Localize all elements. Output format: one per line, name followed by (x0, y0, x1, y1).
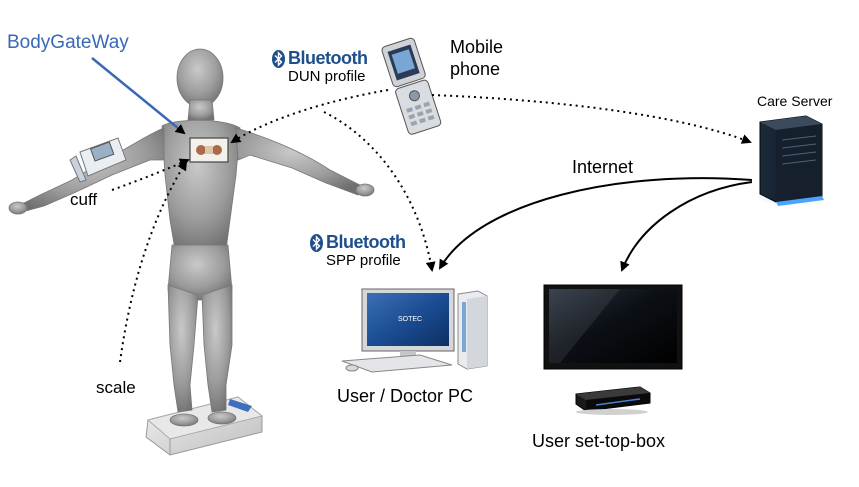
bluetooth-icon (272, 49, 285, 68)
set-top-box-icon (575, 386, 651, 415)
care-server-label: Care Server (757, 93, 833, 109)
cuff-label: cuff (70, 190, 98, 209)
cuff-to-device-arrow (111, 158, 190, 191)
bodygateway-label: BodyGateWay (7, 32, 129, 53)
bluetooth-spp-badge: Bluetooth SPP profile (310, 232, 406, 269)
server-icon (750, 115, 830, 206)
bluetooth-brand-text: Bluetooth (326, 232, 406, 252)
dun-profile-label: DUN profile (288, 68, 366, 85)
internet-label: Internet (572, 157, 634, 177)
bluetooth-icon (310, 233, 323, 252)
phone-to-server-arrow (431, 94, 752, 144)
bodygateway-pointer-arrow (91, 57, 186, 135)
scale-icon (145, 396, 264, 456)
set-top-box-label: User set-top-box (532, 431, 666, 451)
cuff-icon (69, 137, 127, 183)
mobile-phone-label: Mobile phone (450, 37, 504, 79)
scale-label: scale (96, 378, 136, 397)
pc-brand-text: SOTEC (398, 316, 422, 323)
tv-monitor-icon (543, 284, 683, 370)
server-to-tv-arrow (620, 181, 753, 272)
connection-arrows (91, 57, 753, 363)
server-to-pc-arrow (438, 177, 753, 270)
bluetooth-brand-text: Bluetooth (288, 48, 368, 68)
bodygateway-device (189, 137, 229, 163)
spp-profile-label: SPP profile (326, 252, 401, 269)
mobile-phone-icon (381, 37, 442, 135)
monitor-icon: SOTEC (341, 288, 488, 373)
user-pc-label: User / Doctor PC (337, 386, 474, 406)
scale-to-device-arrow (119, 160, 188, 363)
bluetooth-dun-badge: Bluetooth DUN profile (272, 48, 368, 85)
